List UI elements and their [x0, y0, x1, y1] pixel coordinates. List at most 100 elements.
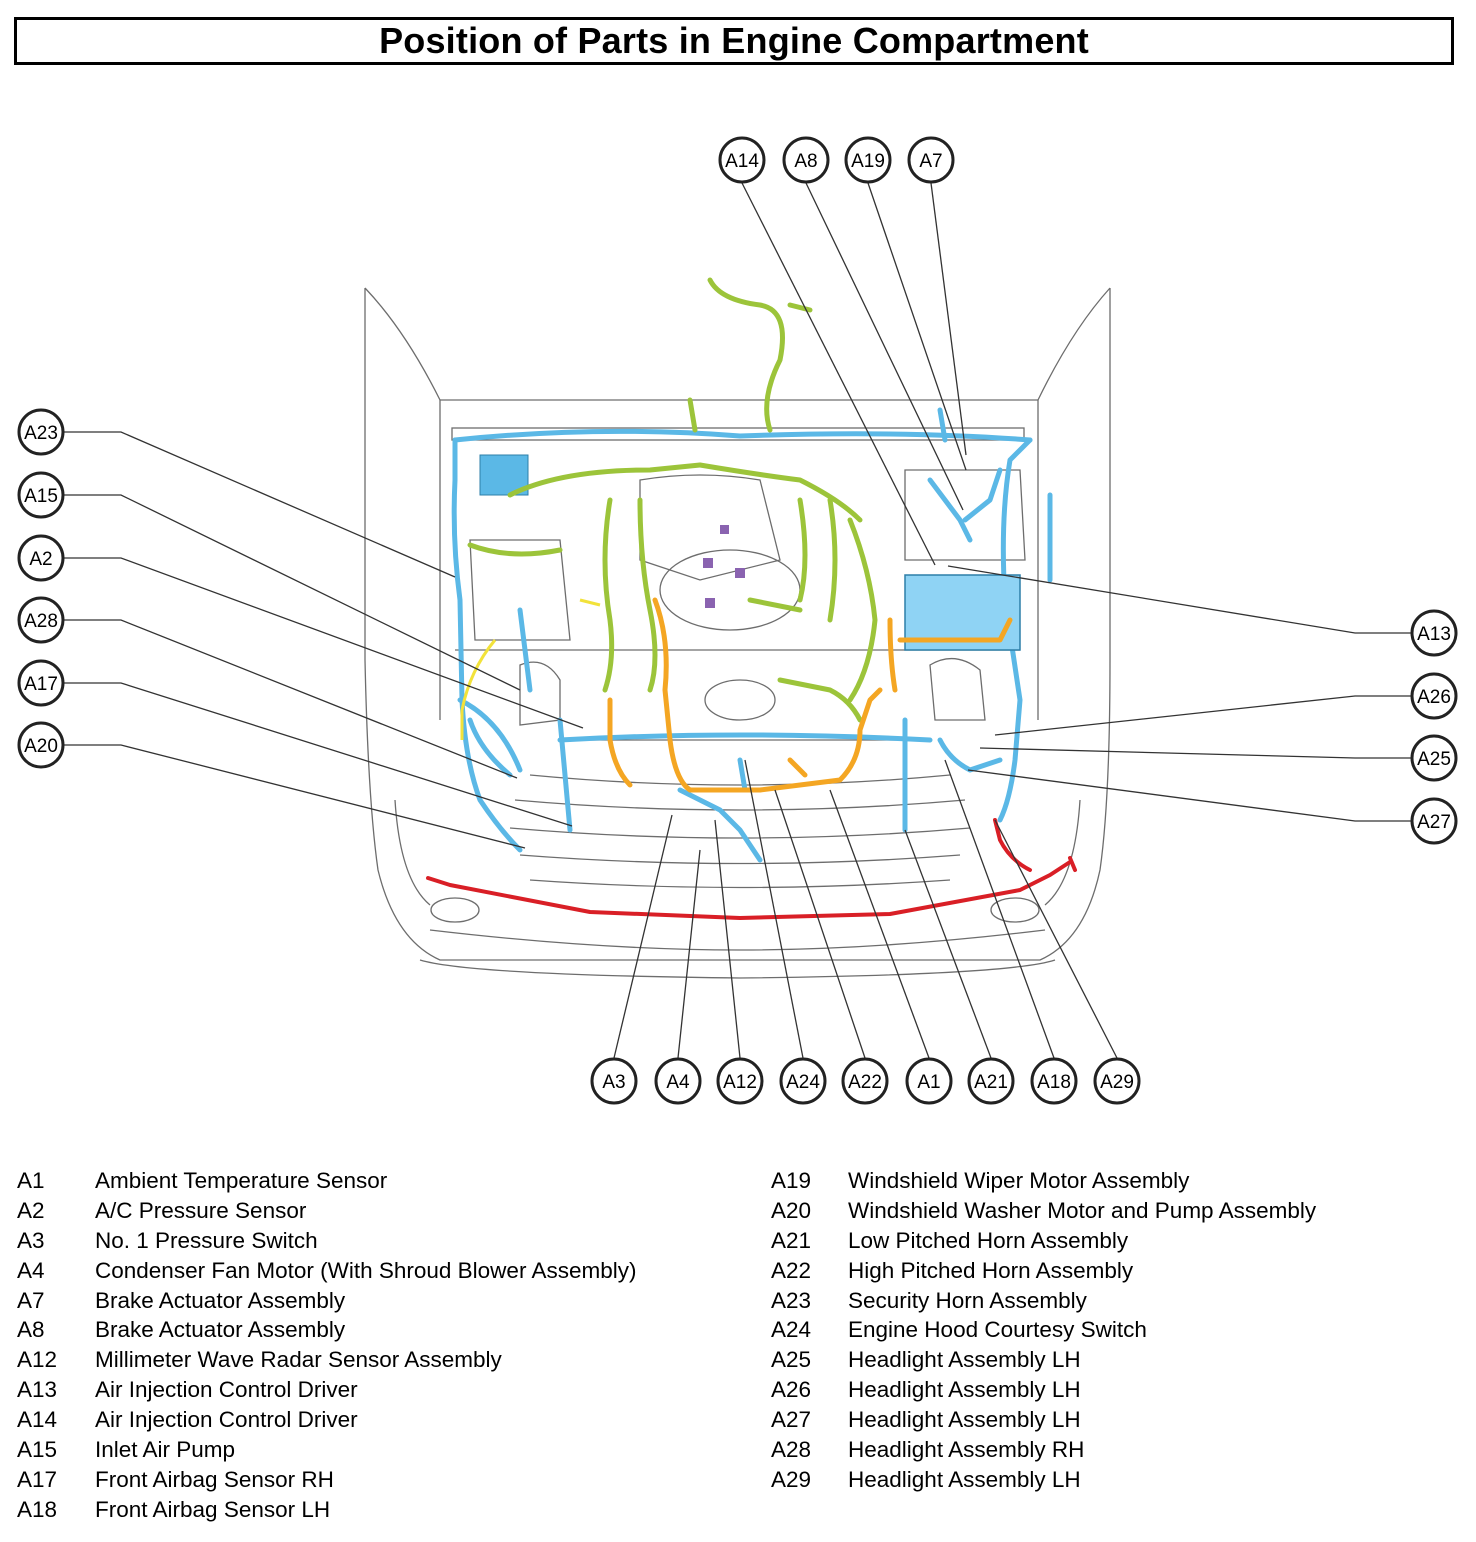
callout-circle: [17, 471, 65, 519]
callout-circle: [654, 1057, 702, 1105]
legend-part-name: Air Injection Control Driver: [95, 1377, 358, 1403]
legend-code: A19: [771, 1168, 812, 1193]
callout-label: A19: [851, 151, 885, 172]
callout-circle: [17, 721, 65, 769]
legend-code: A28: [771, 1437, 812, 1463]
callout-circle: [718, 136, 766, 184]
callout-a29: A29: [1093, 1057, 1141, 1105]
callout-circle: [782, 136, 830, 184]
callout-a15: A15: [17, 471, 65, 519]
vehicle-outline: [364, 287, 1111, 979]
yellow-harness: [460, 598, 601, 740]
legend-code: A24: [771, 1317, 812, 1343]
legend-part-name: Low Pitched Horn Assembly: [848, 1227, 1129, 1253]
legend-code: A2: [17, 1197, 45, 1223]
orange-harness: [607, 597, 1013, 793]
callout-label: A18: [1037, 1072, 1071, 1093]
legend-part-name: Millimeter Wave Radar Sensor Assembly: [95, 1347, 502, 1373]
callout-a18: A18: [1030, 1057, 1078, 1105]
callout-circle: [779, 1057, 827, 1105]
callout-a26: A26: [1410, 672, 1458, 720]
legend-code: A12: [17, 1347, 58, 1373]
callout-circle: [17, 596, 65, 644]
callout-a28: A28: [17, 596, 65, 644]
callout-label: A22: [848, 1072, 882, 1093]
callout-a20: A20: [17, 721, 65, 769]
callout-a21: A21: [967, 1057, 1015, 1105]
legend-part-name: Windshield Washer Motor and Pump Assembl…: [848, 1197, 1317, 1223]
callout-circle: [844, 136, 892, 184]
legend-part-name: No. 1 Pressure Switch: [95, 1227, 318, 1253]
legend-code: A4: [17, 1257, 45, 1283]
legend-item: A2 A/C Pressure Sensor: [17, 1196, 737, 1226]
callout-circle: [17, 408, 65, 456]
callout-label: A28: [24, 611, 58, 632]
callout-circle: [1030, 1057, 1078, 1105]
callout-label: A4: [666, 1072, 690, 1093]
legend-code: A22: [771, 1257, 812, 1283]
legend-code: A21: [771, 1227, 812, 1253]
callout-label: A13: [1417, 624, 1451, 645]
legend-item: A13 Air Injection Control Driver: [17, 1375, 737, 1405]
legend-code: A27: [771, 1407, 812, 1433]
callout-a1: A1: [905, 1057, 953, 1105]
legend-code: A8: [17, 1317, 45, 1343]
legend-item: A17 Front Airbag Sensor RH: [17, 1465, 737, 1495]
callout-label: A14: [725, 151, 759, 172]
callout-label: A27: [1417, 812, 1451, 833]
legend-code: A7: [17, 1287, 45, 1313]
callout-a2: A2: [17, 534, 65, 582]
legend-part-name: A/C Pressure Sensor: [95, 1197, 307, 1223]
legend-part-name: Brake Actuator Assembly: [95, 1317, 346, 1343]
callout-a24: A24: [779, 1057, 827, 1105]
callout-label: A7: [919, 151, 942, 172]
legend-part-name: Front Airbag Sensor RH: [95, 1466, 334, 1492]
callout-circle: [967, 1057, 1015, 1105]
callout-label: A25: [1417, 749, 1451, 770]
legend-item: A8 Brake Actuator Assembly: [17, 1315, 737, 1345]
legend-part-name: Condenser Fan Motor (With Shroud Blower …: [95, 1257, 637, 1283]
legend-code: A13: [17, 1377, 58, 1403]
callout-label: A1: [917, 1072, 940, 1093]
callout-circle: [1410, 609, 1458, 657]
callout-label: A2: [29, 549, 52, 570]
legend-part-name: Brake Actuator Assembly: [95, 1287, 346, 1313]
callout-a27: A27: [1410, 797, 1458, 845]
green-harness: [467, 277, 878, 723]
page-title: Position of Parts in Engine Compartment: [379, 20, 1089, 61]
legend-part-name: Front Airbag Sensor LH: [95, 1496, 331, 1522]
callout-a12: A12: [716, 1057, 764, 1105]
legend-code: A26: [771, 1377, 812, 1403]
legend-part-name: Headlight Assembly LH: [848, 1347, 1081, 1373]
legend-part-name: Security Horn Assembly: [848, 1287, 1087, 1313]
callout-label: A8: [794, 151, 817, 172]
legend-part-name: Headlight Assembly LH: [848, 1466, 1081, 1492]
legend-item: A27 Headlight Assembly LH: [771, 1405, 1471, 1435]
callout-a3: A3: [590, 1057, 638, 1105]
legend-code: A17: [17, 1466, 58, 1492]
legend-part-name: Headlight Assembly LH: [848, 1407, 1081, 1433]
callout-circle: [841, 1057, 889, 1105]
legend-code: A29: [771, 1466, 812, 1492]
red-harness: [426, 818, 1077, 920]
legend-code: A14: [17, 1407, 58, 1433]
legend-item: A12 Millimeter Wave Radar Sensor Assembly: [17, 1345, 737, 1375]
callout-label: A20: [24, 736, 58, 757]
legend-part-name: High Pitched Horn Assembly: [848, 1257, 1134, 1283]
callout-label: A17: [24, 674, 58, 695]
legend-code: A1: [17, 1168, 45, 1193]
callout-label: A24: [786, 1072, 820, 1093]
callout-a14: A14: [718, 136, 766, 184]
callout-circle: [1093, 1057, 1141, 1105]
